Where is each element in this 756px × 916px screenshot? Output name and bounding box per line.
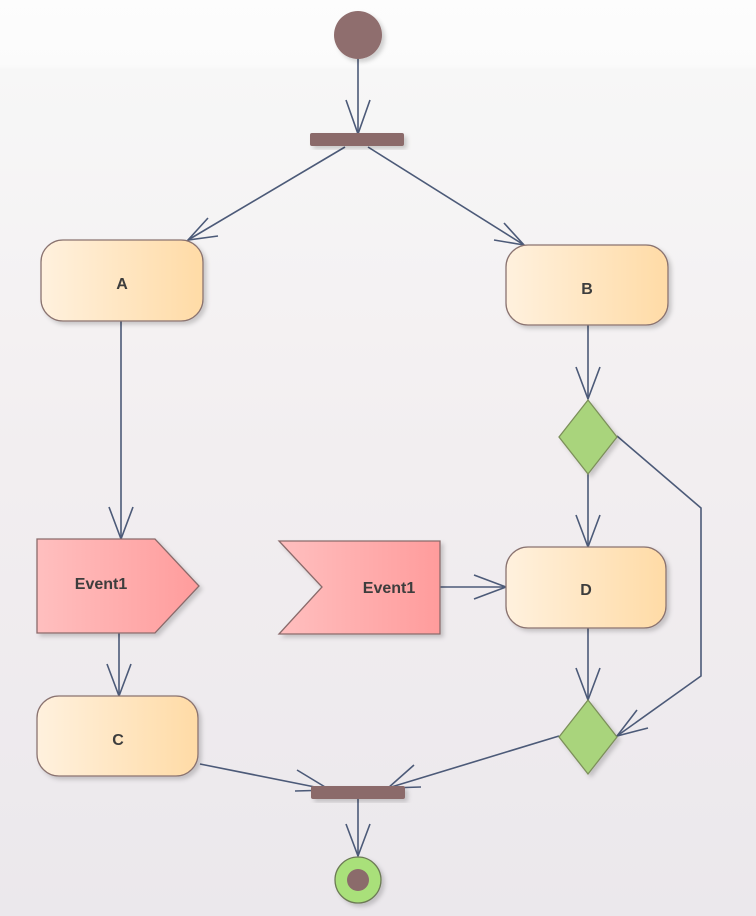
action-c[interactable]: C <box>36 695 199 777</box>
join-bar[interactable] <box>311 786 405 799</box>
action-a[interactable]: A <box>40 239 204 322</box>
edge-accept-event-d <box>440 574 509 600</box>
action-d-label: D <box>580 582 592 599</box>
edge-c-join <box>199 763 333 792</box>
accept-event-event1[interactable]: Event1 <box>277 540 441 635</box>
action-b[interactable]: B <box>505 244 669 326</box>
accept-event-label: Event1 <box>363 580 416 597</box>
action-d[interactable]: D <box>505 546 667 629</box>
edge-a-send-event <box>108 321 134 542</box>
final-node[interactable] <box>334 856 382 904</box>
edge-send-event-c <box>106 633 132 699</box>
send-signal-event1[interactable]: Event1 <box>36 538 200 634</box>
edge-join-final <box>345 799 371 859</box>
edge-merge-join <box>385 735 560 789</box>
edge-fork-b <box>367 146 527 247</box>
edge-initial-fork <box>345 58 371 137</box>
send-signal-label: Event1 <box>75 576 128 593</box>
fork-bar[interactable] <box>310 133 404 146</box>
edge-decision-d <box>575 474 601 550</box>
edge-b-decision <box>575 325 601 402</box>
action-b-label: B <box>581 281 593 298</box>
decision-node[interactable] <box>558 398 618 476</box>
edge-fork-a <box>185 146 346 242</box>
initial-node[interactable] <box>334 11 382 59</box>
edge-d-merge <box>575 628 601 703</box>
action-a-label: A <box>116 276 128 293</box>
action-c-label: C <box>112 732 124 749</box>
merge-node[interactable] <box>558 698 618 776</box>
